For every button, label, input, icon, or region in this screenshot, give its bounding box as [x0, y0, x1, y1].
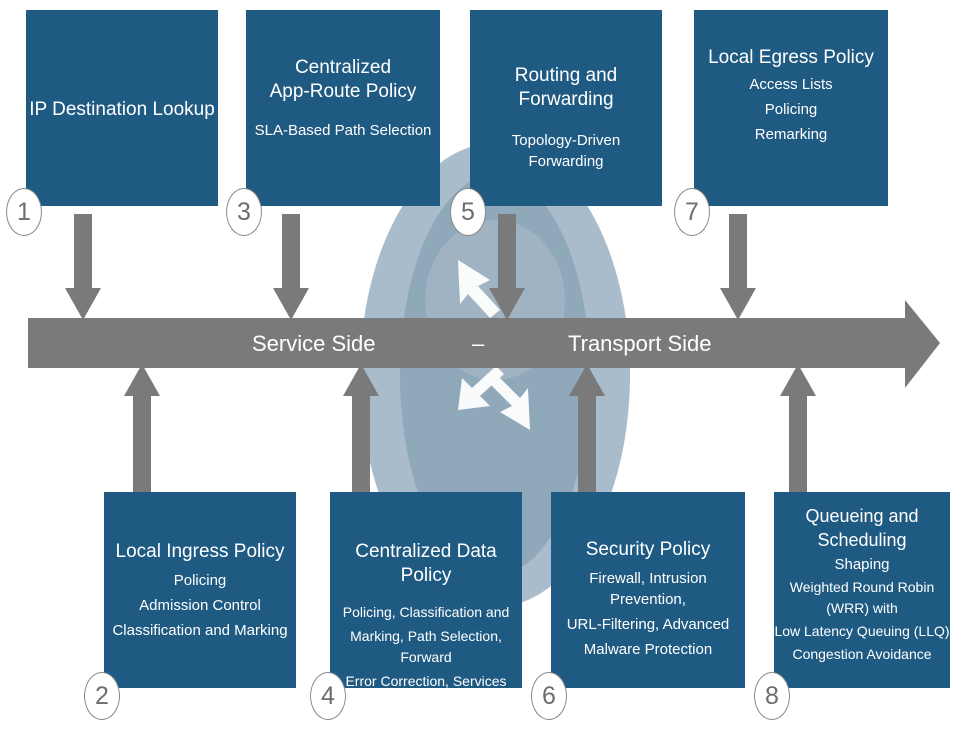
bottom-arrows: [124, 364, 816, 492]
step-4-line-3: Error Correction, Services: [345, 673, 507, 689]
step-4-line-1: Policing, Classification and: [342, 604, 510, 620]
step-7-title: Local Egress Policy: [708, 47, 874, 68]
step-6-box: Security Policy Firewall, Intrusion Prev…: [551, 492, 745, 688]
arrow-step-7: [720, 214, 756, 320]
service-side-label: Service Side: [252, 331, 376, 356]
top-arrows: [65, 214, 756, 320]
step-7-line-3: Remarking: [754, 126, 828, 143]
arrow-step-1: [65, 214, 101, 320]
step-7-number: 7: [674, 188, 710, 236]
step-1-number: 1: [6, 188, 42, 236]
step-4-box: Centralized Data Policy Policing, Classi…: [330, 492, 522, 689]
step-6-line-1: Firewall, Intrusion Prevention,: [589, 570, 707, 608]
arrow-step-5: [489, 214, 525, 320]
step-5-box: Routing and Forwarding Topology-Driven F…: [470, 10, 662, 206]
step-2-number: 2: [84, 672, 120, 720]
flow-bar: [28, 300, 940, 388]
step-7-line-2: Policing: [764, 101, 818, 118]
arrow-step-3: [273, 214, 309, 320]
step-1-box: IP Destination Lookup: [26, 10, 218, 206]
step-2-line-3: Classification and Marking: [112, 622, 288, 639]
step-4-number: 4: [310, 672, 346, 720]
step-8-line-1: Shaping: [834, 556, 890, 573]
step-8-box: Queueing and Scheduling Shaping Weighted…: [774, 492, 950, 688]
arrow-step-4: [343, 364, 379, 492]
arrow-step-2: [124, 364, 160, 492]
step-5-line-1: Topology-Driven: [511, 132, 621, 149]
step-1-title: IP Destination Lookup: [29, 99, 215, 120]
step-2-line-1: Policing: [173, 572, 227, 589]
step-4-line-2: Marking, Path Selection, Forward: [350, 628, 502, 665]
step-3-box: Centralized App-Route Policy SLA-Based P…: [246, 10, 440, 206]
step-6-title: Security Policy: [585, 539, 711, 560]
step-8-number: 8: [754, 672, 790, 720]
step-8-line-2: Weighted Round Robin (WRR) with: [789, 579, 935, 616]
step-5-number: 5: [450, 188, 486, 236]
step-3-number: 3: [226, 188, 262, 236]
step-3-title-line-1: Centralized: [294, 57, 392, 78]
step-8-title: Queueing and Scheduling: [805, 506, 919, 550]
step-6-line-2: URL-Filtering, Advanced: [566, 616, 730, 633]
step-5-line-2: Forwarding: [528, 153, 604, 170]
step-2-line-2: Admission Control: [139, 597, 261, 614]
step-3-line-1: SLA-Based Path Selection: [254, 122, 432, 139]
step-5-title: Routing and Forwarding: [514, 65, 618, 110]
arrow-step-8: [780, 364, 816, 492]
step-7-line-1: Access Lists: [749, 76, 833, 93]
transport-side-label: Transport Side: [568, 331, 712, 356]
step-6-line-3: Malware Protection: [583, 641, 713, 658]
flow-separator: –: [472, 331, 485, 356]
arrow-step-6: [569, 364, 605, 492]
step-7-box: Local Egress Policy Access Lists Policin…: [694, 10, 888, 206]
step-4-title: Centralized Data Policy: [355, 541, 497, 586]
step-2-title: Local Ingress Policy: [115, 541, 285, 562]
step-8-line-4: Congestion Avoidance: [792, 646, 932, 662]
step-2-box: Local Ingress Policy Policing Admission …: [104, 492, 296, 688]
step-3-title-line-2: App-Route Policy: [269, 81, 417, 102]
step-8-line-3: Low Latency Queuing (LLQ): [774, 623, 950, 639]
step-6-number: 6: [531, 672, 567, 720]
